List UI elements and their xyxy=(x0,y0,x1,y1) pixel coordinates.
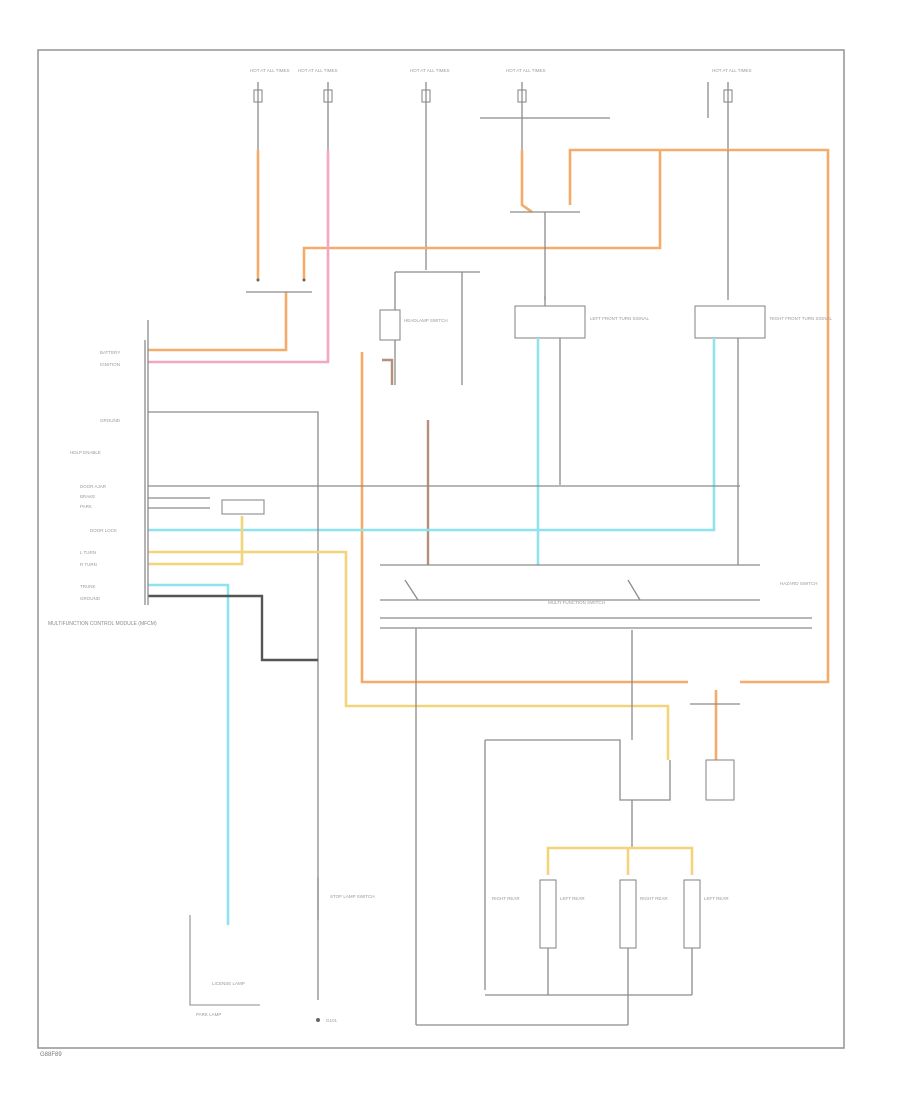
fuse-label-5: HOT AT ALL TIMES xyxy=(712,68,752,73)
rear-lamp-1: LEFT REAR xyxy=(539,879,585,949)
stop-lamp-label: STOP LAMP SWITCH xyxy=(330,894,375,899)
yellow-wire-rturn xyxy=(148,516,244,566)
junction-center xyxy=(510,211,580,300)
svg-text:LEFT REAR: LEFT REAR xyxy=(560,896,585,901)
hazard-switch-label: HAZARD SWITCH xyxy=(780,581,818,586)
park-label: PARK LAMP xyxy=(196,1012,221,1017)
fuse-label-1: HOT AT ALL TIMES xyxy=(250,68,290,73)
turn-switch-label: MULTI-FUNCTION SWITCH xyxy=(548,600,605,605)
module-pin-door: DOOR AJAR xyxy=(80,484,107,489)
rear-lamp-side: RIGHT REAR xyxy=(484,740,520,990)
license-label: LICENSE LAMP xyxy=(212,981,245,986)
diagram-frame xyxy=(37,49,845,1049)
module-pin-ground2: GROUND xyxy=(80,596,101,601)
rear-junction xyxy=(485,630,740,848)
module-pin-rturn: R TURN xyxy=(80,562,97,567)
fuse-block-3: HOT AT ALL TIMES xyxy=(410,68,450,270)
rear-lamp-2: RIGHT REAR xyxy=(619,879,668,949)
module-pin-lock: DOOR LOCK xyxy=(90,528,117,533)
cyan-wire-trunk xyxy=(148,583,230,925)
gray-ground-wire xyxy=(148,411,319,1000)
fuse-block-1: HOT AT ALL TIMES xyxy=(250,68,290,150)
pink-wire xyxy=(148,150,330,364)
license-lamp: LICENSE LAMP PARK LAMP xyxy=(189,915,260,1017)
left-front-label: LEFT FRONT TURN SIGNAL xyxy=(590,316,650,321)
rear-lamp-3: LEFT REAR xyxy=(683,879,729,949)
module-pin-brake: BRAKE xyxy=(80,494,95,499)
orange-wire-top-run xyxy=(568,148,830,684)
module-pin-hdlp: HDLP ENABLE xyxy=(70,450,101,455)
module-pin-ground: GROUND xyxy=(100,418,121,423)
stop-lamp-switch: STOP LAMP SWITCH G101 xyxy=(316,878,375,1023)
fuse-block-2: HOT AT ALL TIMES xyxy=(298,68,338,150)
ground-label: G101 xyxy=(326,1018,338,1023)
headlamp-switch-label: HEADLAMP SWITCH xyxy=(404,318,448,323)
right-front-label: RIGHT FRONT TURN SIGNAL xyxy=(770,316,833,321)
diagram-code: G88F89 xyxy=(40,1052,62,1058)
orange-wire-bottom xyxy=(360,352,688,684)
svg-text:RIGHT REAR: RIGHT REAR xyxy=(492,896,520,901)
orange-wire-2 xyxy=(520,150,533,214)
module-pin-lturn: L TURN xyxy=(80,550,96,555)
module-pin-ignition: IGNITION xyxy=(100,362,120,367)
multifunction-switch: MULTI-FUNCTION SWITCH HAZARD SWITCH xyxy=(380,564,818,1025)
left-front-lamp: LEFT FRONT TURN SIGNAL xyxy=(514,296,650,565)
fuse-label-4: HOT AT ALL TIMES xyxy=(506,68,546,73)
control-module: BATTERY IGNITION GROUND HDLP ENABLE DOOR… xyxy=(48,340,157,627)
fuse-block-4: HOT AT ALL TIMES xyxy=(480,68,610,150)
fuse-block-5: HOT AT ALL TIMES xyxy=(707,68,752,150)
junction-left xyxy=(246,278,312,293)
module-pin-trunk: TRUNK xyxy=(80,584,96,589)
svg-text:RIGHT REAR: RIGHT REAR xyxy=(640,896,668,901)
module-pin-battery: BATTERY xyxy=(100,350,120,355)
orange-wire-cross xyxy=(302,150,662,280)
yellow-wire-rear xyxy=(546,846,694,875)
fuse-label-2: HOT AT ALL TIMES xyxy=(298,68,338,73)
orange-wire-module-batt xyxy=(148,292,288,352)
svg-text:LEFT REAR: LEFT REAR xyxy=(704,896,729,901)
right-front-lamp: RIGHT FRONT TURN SIGNAL xyxy=(148,305,833,565)
dark-ground-wire xyxy=(148,594,318,662)
headlamp-switch: HEADLAMP SWITCH xyxy=(379,271,480,565)
module-label: MULTIFUNCTION CONTROL MODULE (MFCM) xyxy=(48,621,157,627)
module-pin-park: PARK xyxy=(80,504,92,509)
yellow-wire-lturn xyxy=(148,550,670,760)
fuse-label-3: HOT AT ALL TIMES xyxy=(410,68,450,73)
brown-wire xyxy=(382,358,394,385)
